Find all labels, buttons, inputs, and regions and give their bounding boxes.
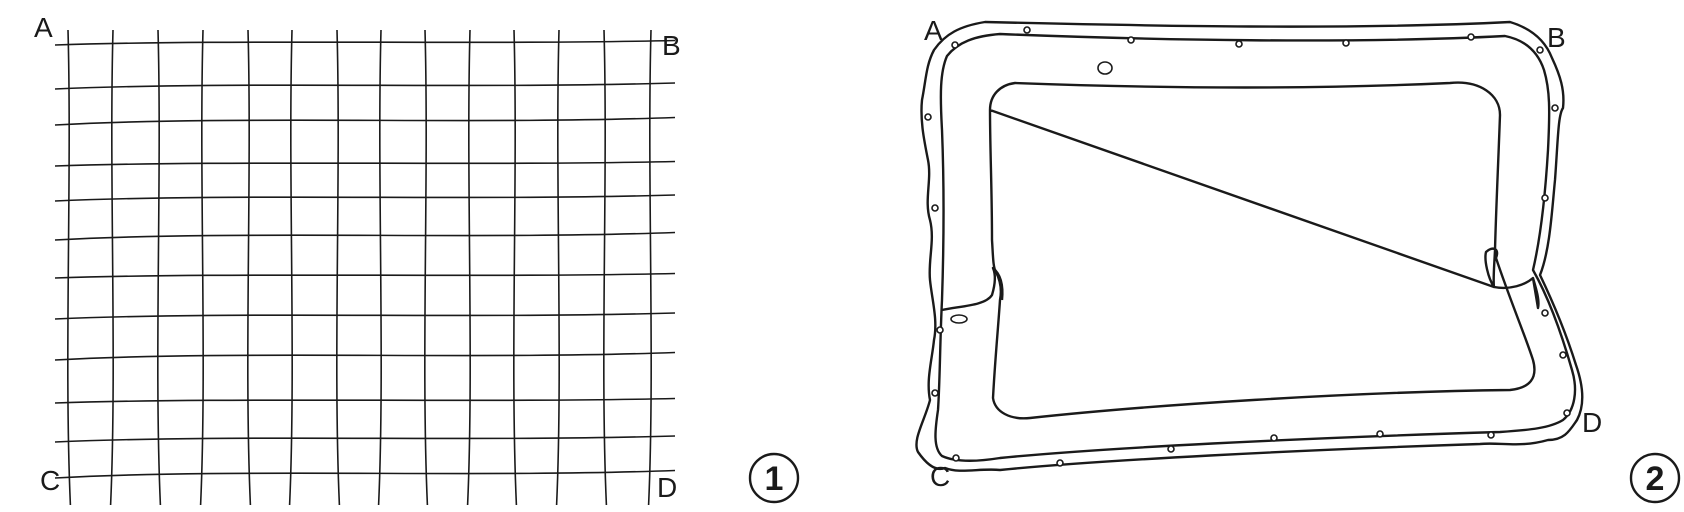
grid-vertical-line [67,29,72,506]
grid-vertical-line [513,29,518,506]
grid-horizontal-line [54,160,676,167]
fig1-corner-b: B [662,30,681,61]
grid-vertical-line [336,29,341,506]
fig1-number-badge: 1 [748,452,800,504]
grid-horizontal-line [54,435,676,443]
grid-vertical-line [603,29,608,506]
grid-vertical-line [109,29,114,506]
grid-horizontal-line [54,351,676,361]
grid-vertical-line [466,29,471,506]
grid-horizontal-line [54,272,676,279]
grid-vertical-line [247,29,252,506]
fig2-number-badge: 2 [1629,452,1681,504]
grid-horizontal-line [54,39,676,46]
grid-vertical-line [555,29,560,506]
fig1-corner-c: C [40,465,60,496]
inner-window [988,81,1540,420]
left-flap [941,266,1004,312]
rim-holes [924,26,1571,467]
fig2-corner-d: D [1582,407,1602,438]
grid-vertical-line [288,29,293,506]
grid-horizontal-line [54,469,676,479]
fig2-number: 2 [1646,460,1665,498]
grid-vertical-line [199,29,204,506]
figure-1-grid [54,29,676,506]
fig1-number: 1 [765,460,784,498]
fig2-corner-c: C [930,461,950,492]
grid-vertical-line [424,29,429,506]
grid-vertical-line [377,29,382,506]
figure-2-outline [915,20,1584,472]
grid-horizontal-line [54,231,676,241]
fig1-corner-d: D [657,472,677,503]
grid-horizontal-line [54,116,676,126]
inner-edge [934,32,1577,462]
grid-horizontal-line [54,397,676,404]
grid-vertical-line [647,29,652,506]
grid-vertical-line [157,29,162,506]
grid-horizontal-line [54,312,676,320]
grid-horizontal-line [54,82,676,90]
fig1-corner-a: A [34,12,53,43]
fig2-corner-b: B [1547,22,1566,53]
grid-horizontal-line [54,194,676,202]
fig2-corner-a: A [924,15,943,46]
outer-edge [915,20,1584,472]
